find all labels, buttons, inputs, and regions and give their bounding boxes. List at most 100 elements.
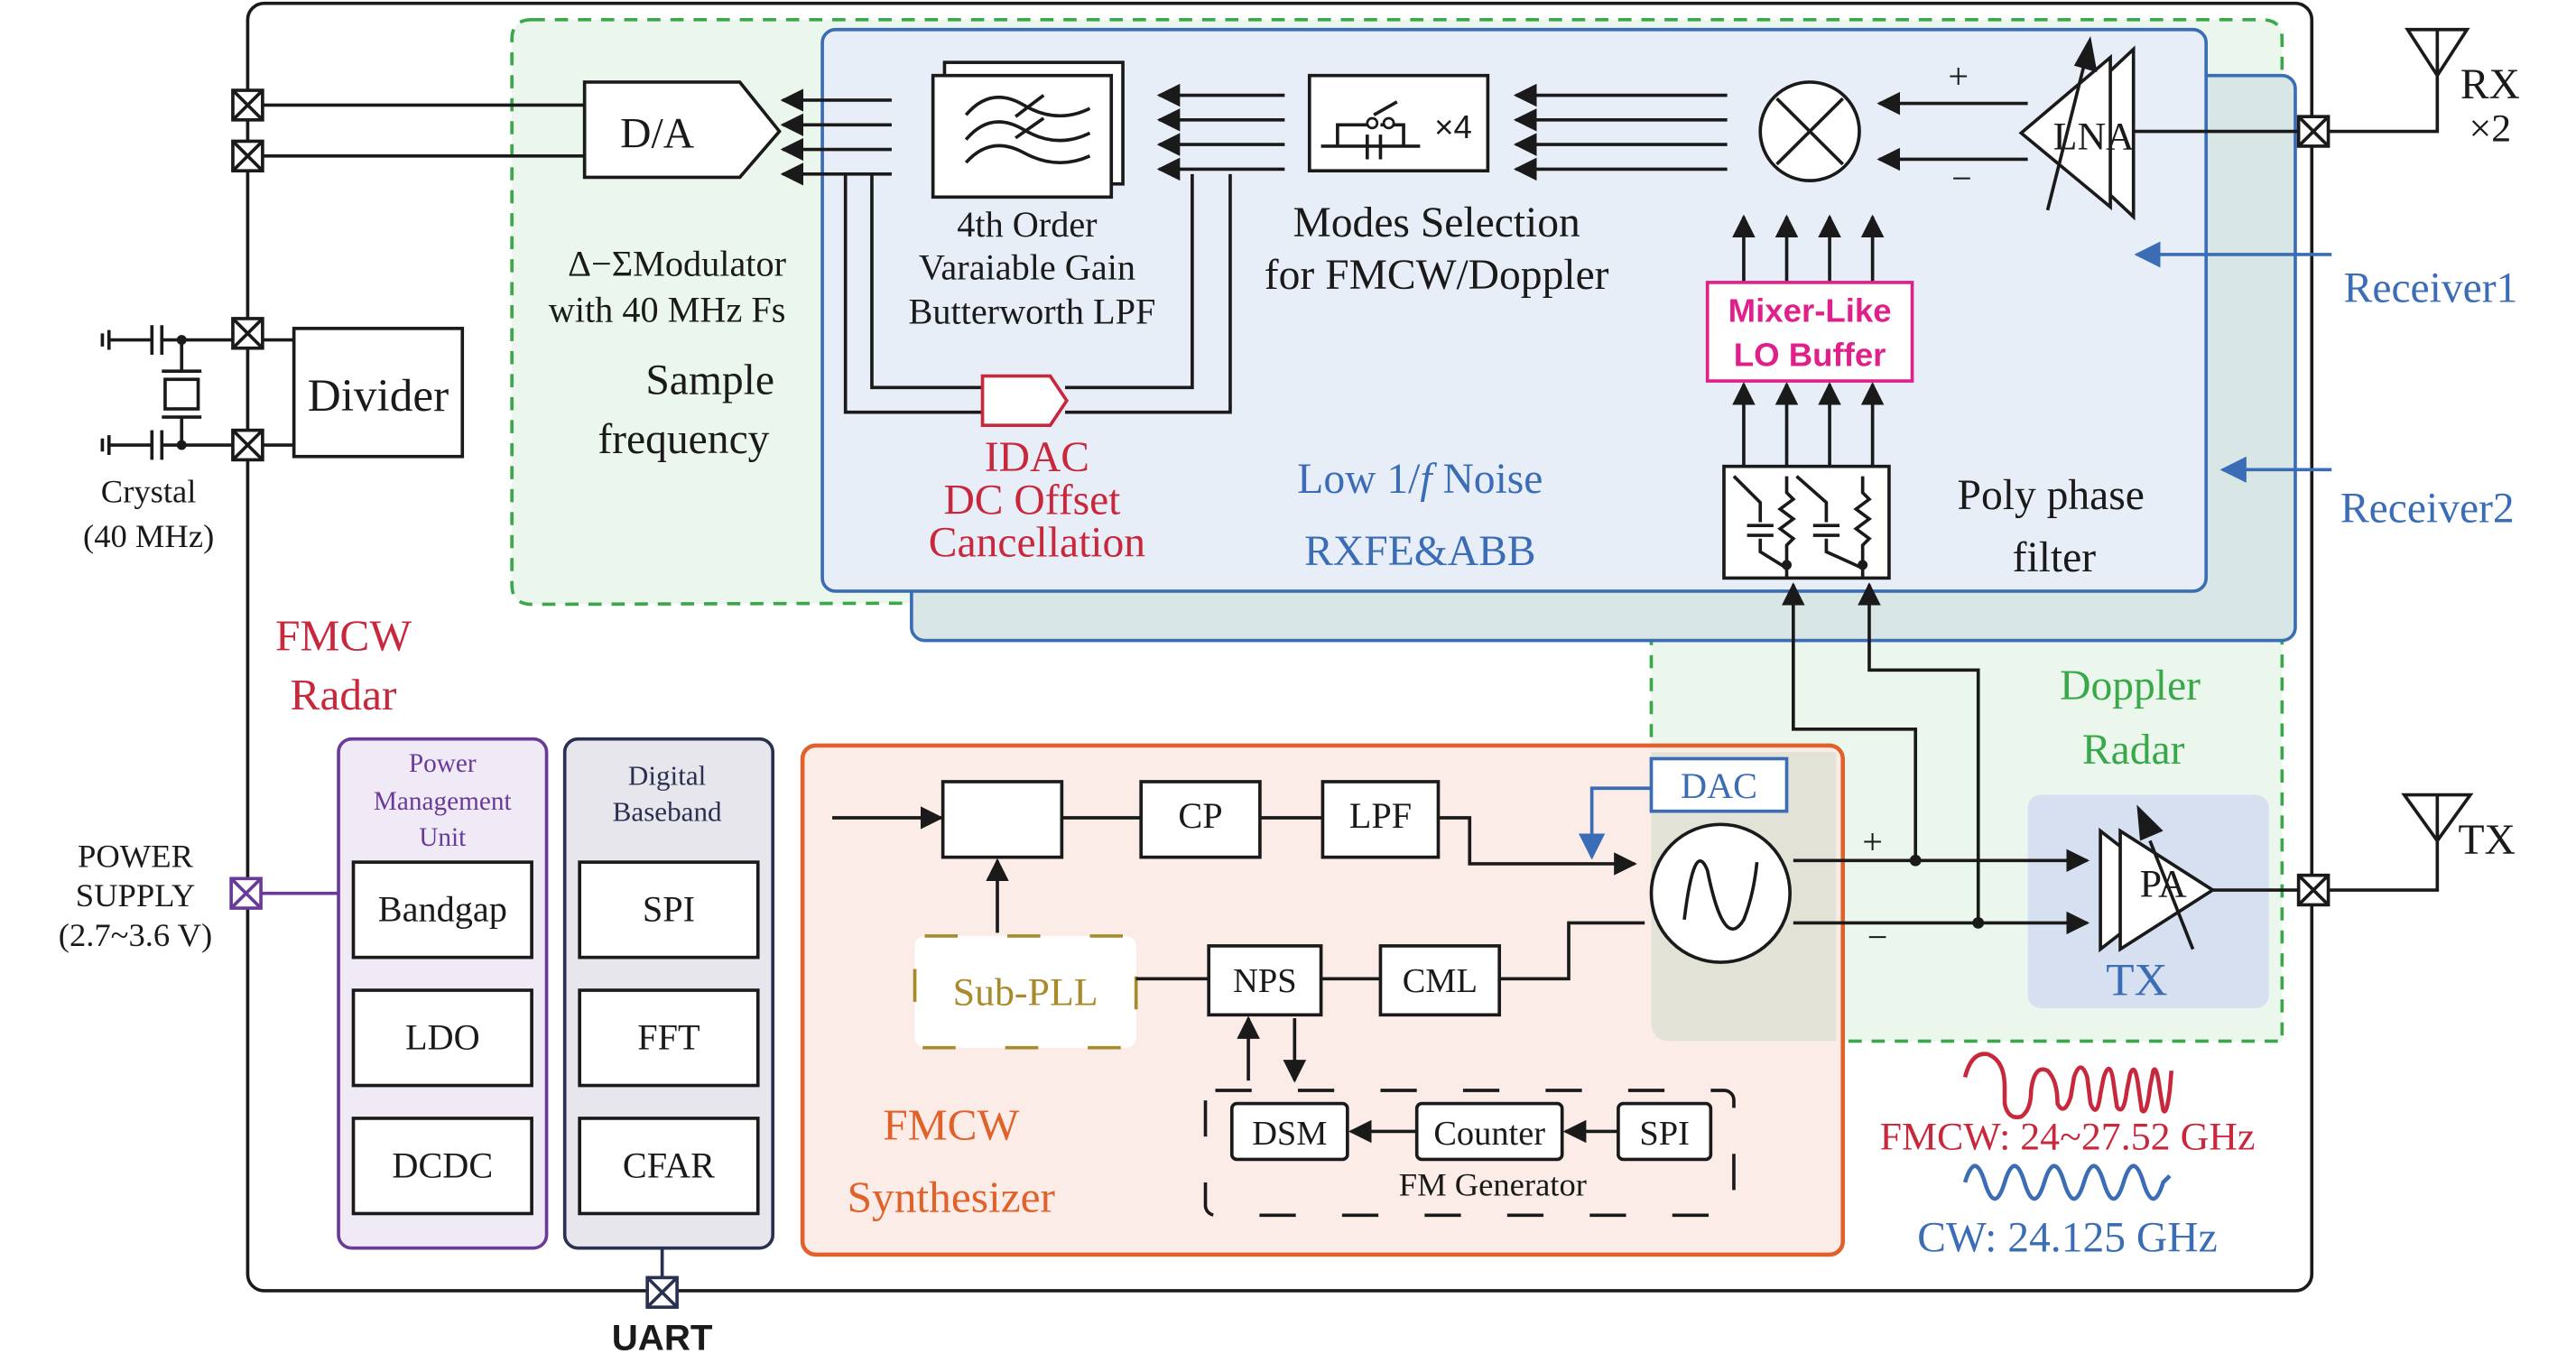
fm-spi-block — [1617, 1101, 1713, 1162]
uart-label: UART — [612, 1318, 713, 1358]
rxfe-abb-label: RXFE&ABB — [1304, 528, 1535, 575]
cw-freq-label: CW: 24.125 GHz — [1917, 1214, 2217, 1261]
low-noise-label: Low 1/f Noise — [1297, 456, 1543, 503]
rx-antenna-label: RX — [2460, 61, 2520, 108]
lna-plus-sign: + — [1948, 56, 1969, 97]
sample-label: Sample — [645, 357, 774, 404]
tx-antenna-label: TX — [2459, 817, 2516, 864]
lo-buffer-block — [1705, 281, 1914, 383]
lpf-input-arrows — [1156, 83, 1285, 181]
synthesizer-label: Synthesizer — [848, 1173, 1055, 1222]
dsm-block — [1229, 1101, 1349, 1162]
fm-generator-label: FM Generator — [1399, 1166, 1587, 1203]
dbb-spi-block — [578, 860, 760, 960]
pa-amplifier-icon — [2099, 804, 2216, 953]
da-label: D/A — [620, 111, 694, 158]
power-supply-range: (2.7~3.6 V) — [59, 916, 212, 953]
tx-block-label: TX — [2106, 955, 2167, 1006]
cml-label: CML — [1403, 962, 1478, 1000]
lo-buffer-output-arrows — [1732, 214, 1885, 283]
idac-block — [980, 374, 1070, 428]
uart-pad — [645, 1275, 679, 1309]
io-pad-top-2 — [231, 139, 264, 173]
crystal-label: Crystal — [101, 473, 197, 510]
counter-label: Counter — [1433, 1115, 1545, 1153]
nps-block — [1207, 944, 1323, 1017]
synth-lpf-label: LPF — [1349, 795, 1412, 836]
receiver2-label: Receiver2 — [2340, 486, 2515, 533]
divider-label: Divider — [308, 370, 449, 422]
vco-oscillator-icon — [1649, 822, 1792, 964]
fft-block — [578, 988, 760, 1088]
fm-spi-label: SPI — [1639, 1115, 1690, 1153]
cfar-block — [578, 1117, 760, 1216]
fft-label: FFT — [637, 1017, 700, 1058]
tx-antenna-icon — [2401, 793, 2474, 844]
polyphase-output-arrows — [1732, 382, 1885, 467]
cp-block — [1139, 780, 1262, 859]
fmcw-waveform-icon — [1962, 1052, 2174, 1119]
lpf-label-1: 4th Order — [957, 204, 1098, 245]
cw-waveform-icon — [1962, 1164, 2172, 1201]
mixer-icon — [1758, 80, 1861, 182]
rx-count-label: ×2 — [2469, 107, 2512, 151]
cfar-label: CFAR — [623, 1145, 715, 1186]
divider-block — [292, 327, 465, 459]
fmcw-radar-label-2: Radar — [291, 670, 397, 719]
sub-pll-label: Sub-PLL — [953, 971, 1098, 1015]
modulator-fs-label: with 40 MHz Fs — [549, 290, 786, 330]
dcdc-label: DCDC — [392, 1145, 493, 1186]
io-pad-top-1 — [231, 88, 264, 122]
pmu-title-2: Management — [374, 787, 512, 816]
crystal-pad-1 — [231, 317, 264, 350]
crystal-freq-label: (40 MHz) — [83, 517, 214, 554]
lpf-filter-icon — [964, 94, 1091, 165]
dbb-title-2: Baseband — [613, 796, 722, 828]
dsm-label: DSM — [1252, 1115, 1327, 1153]
dac-label: DAC — [1681, 765, 1757, 806]
frequency-label: frequency — [598, 416, 769, 463]
dc-offset-label: DC Offset — [943, 478, 1120, 524]
bandgap-label: Bandgap — [378, 889, 507, 930]
lna-label: LNA — [2053, 116, 2136, 159]
doppler-radar-label: Radar — [2082, 727, 2185, 774]
modes-fmcw-doppler-label: for FMCW/Doppler — [1265, 252, 1609, 299]
sub-pll-block — [913, 934, 1138, 1050]
modulator-label: Δ−ΣModulator — [568, 244, 786, 284]
cancellation-label: Cancellation — [929, 520, 1145, 567]
idac-label: IDAC — [985, 434, 1089, 481]
polyphase-label-2: filter — [2013, 534, 2097, 581]
tx-pad — [2296, 873, 2330, 907]
doppler-label: Doppler — [2060, 663, 2201, 709]
lna-minus-sign: − — [1951, 158, 1972, 199]
counter-block — [1414, 1101, 1564, 1162]
nps-label: NPS — [1233, 962, 1296, 1000]
fmcw-radar-label: FMCW — [275, 611, 412, 661]
pa-label: PA — [2140, 862, 2187, 905]
rx-pad — [2296, 115, 2330, 148]
polyphase-label-1: Poly phase — [1958, 472, 2145, 519]
modes-selection-label: Modes Selection — [1293, 199, 1580, 246]
synth-lpf-block — [1320, 780, 1441, 859]
vco-plus-sign: + — [1862, 821, 1883, 862]
fm-generator-region — [1203, 1089, 1736, 1218]
pmu-title-1: Power — [409, 749, 477, 778]
lpf-label-3: Butterworth LPF — [909, 291, 1156, 331]
dac-block — [1649, 756, 1789, 813]
pfd-block — [941, 780, 1064, 859]
lo-buffer-label-2: LO Buffer — [1734, 337, 1886, 374]
fmcw-synth-label: FMCW — [883, 1100, 1019, 1150]
cp-label: CP — [1178, 795, 1222, 836]
receiver1-label: Receiver1 — [2344, 265, 2518, 312]
ldo-block — [351, 988, 533, 1088]
rx-antenna-icon — [2405, 27, 2470, 79]
power-pad — [229, 876, 263, 910]
switch-count-label: ×4 — [1434, 108, 1472, 145]
switch-input-arrows — [1513, 83, 1728, 181]
lo-buffer-label-1: Mixer-Like — [1728, 292, 1892, 329]
power-supply-label-2: SUPPLY — [76, 876, 196, 913]
dbb-title-1: Digital — [628, 760, 706, 792]
pmu-title-3: Unit — [419, 823, 466, 852]
bandgap-block — [351, 860, 533, 960]
